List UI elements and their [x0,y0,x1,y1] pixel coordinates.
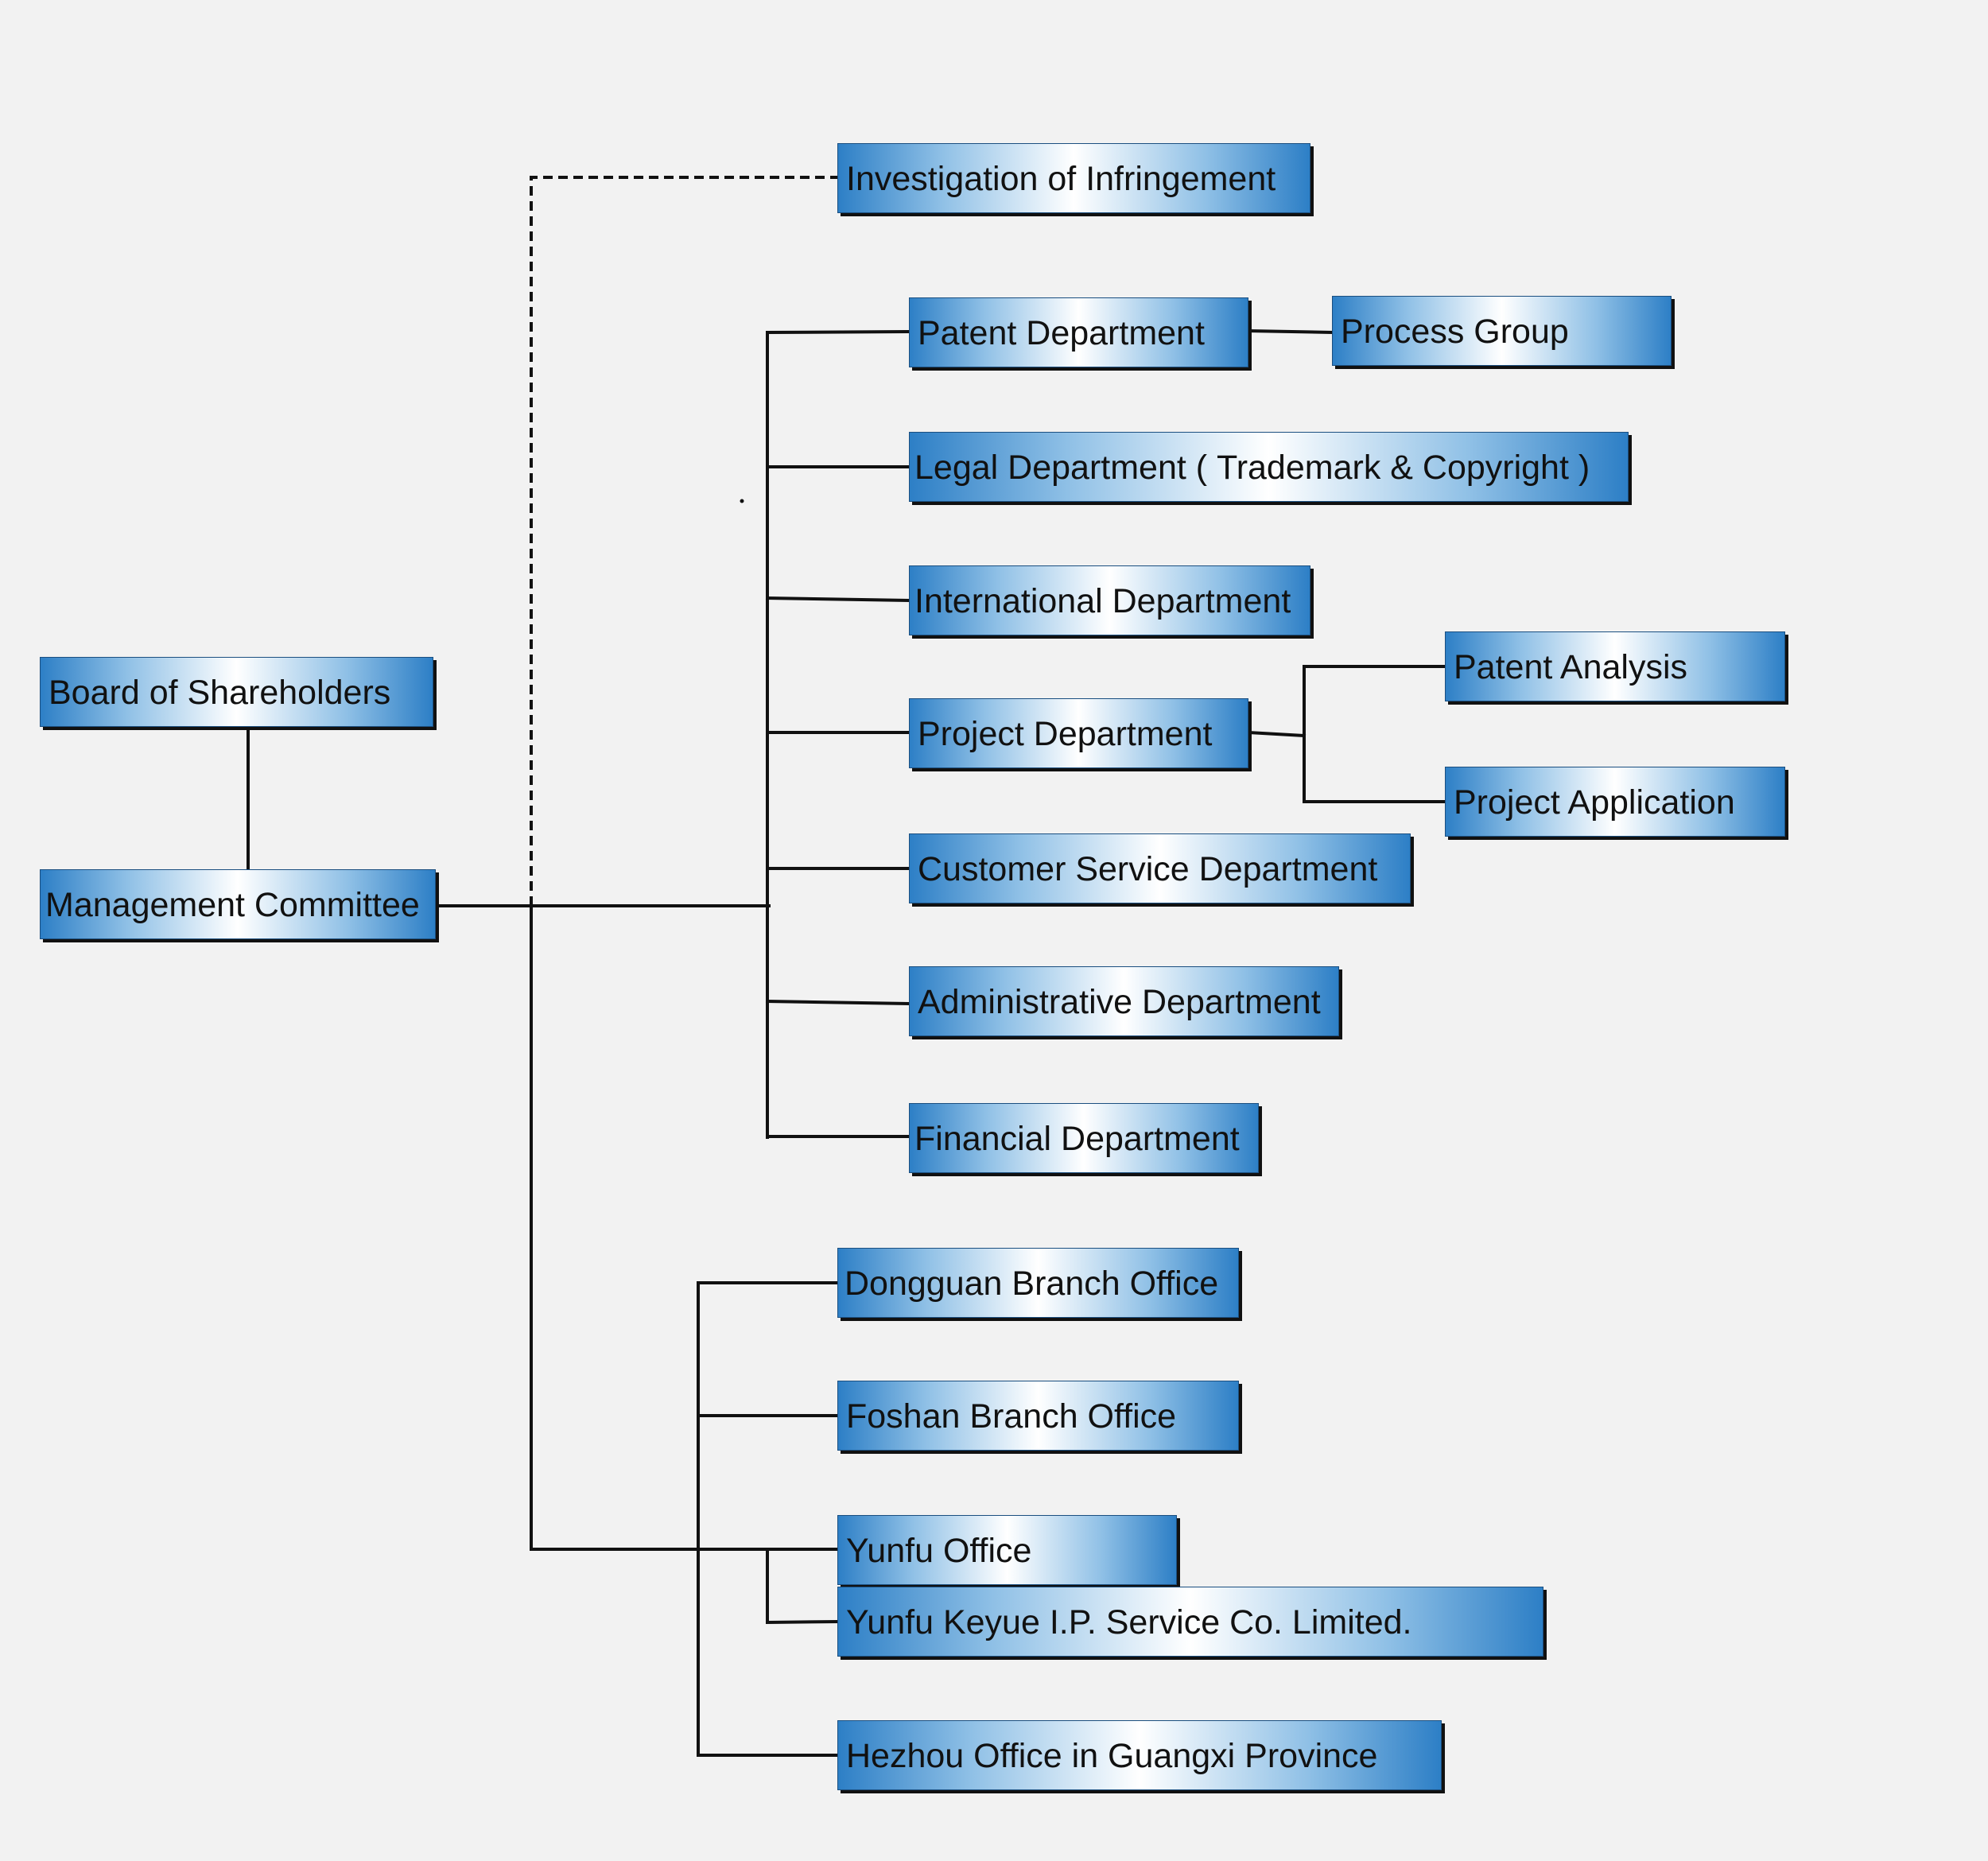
node-board-of-shareholders: Board of Shareholders [40,657,433,727]
node-label: Project Department [918,715,1213,753]
node-label: Administrative Department [918,983,1321,1021]
node-label: Dongguan Branch Office [845,1265,1219,1303]
node-label: Foshan Branch Office [846,1397,1177,1436]
connector-administrative-dept [765,999,911,1006]
node-financial-department: Financial Department [909,1103,1259,1173]
node-yunfu-keyue-ip-service: Yunfu Keyue I.P. Service Co. Limited. [837,1587,1543,1657]
node-foshan-branch-office: Foshan Branch Office [837,1381,1239,1451]
node-legal-department: Legal Department ( Trademark & Copyright… [909,432,1629,502]
node-label: Yunfu Keyue I.P. Service Co. Limited. [846,1603,1412,1641]
node-yunfu-office: Yunfu Office [837,1515,1177,1585]
node-process-group: Process Group [1332,296,1672,366]
node-patent-analysis: Patent Analysis [1445,631,1785,701]
connector-yunfu-keyue [766,1548,840,1625]
node-project-application: Project Application [1445,767,1785,837]
node-label: Hezhou Office in Guangxi Province [846,1737,1378,1775]
stray-dot [740,499,744,503]
node-label: Customer Service Department [918,850,1378,888]
node-dongguan-branch-office: Dongguan Branch Office [837,1248,1239,1318]
node-label: Project Application [1454,783,1735,822]
connector-branch-trunk [530,904,839,1551]
connector-project-subgroups [1246,730,1307,738]
node-customer-service-department: Customer Service Department [909,833,1411,903]
node-label: Process Group [1341,313,1569,351]
node-label: Legal Department ( Trademark & Copyright… [914,449,1590,487]
node-international-department: International Department [909,565,1310,635]
node-label: Management Committee [45,886,420,924]
node-hezhou-office: Hezhou Office in Guangxi Province [837,1720,1442,1790]
node-label: Patent Analysis [1454,648,1688,686]
node-label: Investigation of Infringement [846,160,1276,198]
node-label: Board of Shareholders [49,674,391,712]
node-label: Patent Department [918,314,1205,352]
node-label: International Department [914,582,1291,620]
node-patent-department: Patent Department [909,297,1248,367]
connector-investigation-dashed [530,176,837,906]
node-administrative-department: Administrative Department [909,966,1339,1036]
node-project-department: Project Department [909,698,1248,768]
connector-process-group [1246,328,1334,335]
connector-international-dept [765,596,911,603]
node-management-committee: Management Committee [40,869,436,939]
node-investigation-of-infringement: Investigation of Infringement [837,143,1310,213]
node-label: Yunfu Office [846,1532,1032,1570]
node-label: Financial Department [914,1120,1240,1158]
